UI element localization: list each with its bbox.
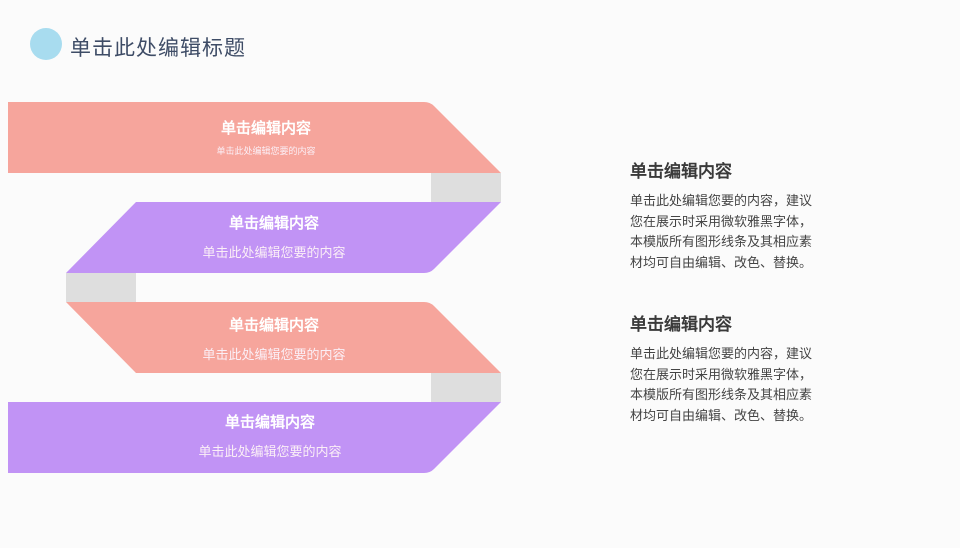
ribbon-band-3[interactable] bbox=[66, 302, 501, 373]
side-block-1-heading[interactable]: 单击编辑内容 bbox=[630, 162, 732, 182]
side-block-2-heading[interactable]: 单击编辑内容 bbox=[630, 315, 732, 335]
fold-connector-1 bbox=[431, 173, 501, 202]
slide-title[interactable]: 单击此处编辑标题 bbox=[70, 36, 246, 60]
band-4-heading[interactable]: 单击编辑内容 bbox=[224, 413, 315, 431]
band-4-subtext[interactable]: 单击此处编辑您要的内容 bbox=[198, 445, 342, 460]
band-1-heading[interactable]: 单击编辑内容 bbox=[220, 119, 311, 137]
side-block-2: 单击编辑内容 单击此处编辑您要的内容，建议您在展示时采用微软雅黑字体，本模版所有… bbox=[630, 310, 820, 427]
side-block-1: 单击编辑内容 单击此处编辑您要的内容，建议您在展示时采用微软雅黑字体，本模版所有… bbox=[630, 157, 820, 274]
ribbon-band-2[interactable] bbox=[66, 202, 501, 273]
band-3-text: 单击编辑内容 单击此处编辑您要的内容 bbox=[166, 314, 382, 363]
ribbon-band-4[interactable] bbox=[8, 402, 501, 473]
fold-connector-2 bbox=[66, 273, 136, 302]
side-block-1-body[interactable]: 单击此处编辑您要的内容，建议您在展示时采用微软雅黑字体，本模版所有图形线条及其相… bbox=[630, 194, 813, 271]
side-block-2-body[interactable]: 单击此处编辑您要的内容，建议您在展示时采用微软雅黑字体，本模版所有图形线条及其相… bbox=[630, 347, 813, 424]
band-2-heading[interactable]: 单击编辑内容 bbox=[228, 214, 319, 232]
band-1-subtext[interactable]: 单击此处编辑您要的内容 bbox=[216, 147, 316, 157]
fold-connector-3 bbox=[431, 373, 501, 402]
band-2-text: 单击编辑内容 单击此处编辑您要的内容 bbox=[166, 212, 382, 261]
band-3-heading[interactable]: 单击编辑内容 bbox=[228, 316, 319, 334]
band-3-subtext[interactable]: 单击此处编辑您要的内容 bbox=[202, 348, 346, 363]
band-1-text: 单击编辑内容 单击此处编辑您要的内容 bbox=[166, 117, 366, 157]
band-2-subtext[interactable]: 单击此处编辑您要的内容 bbox=[202, 246, 346, 261]
title-accent-dot bbox=[30, 28, 62, 60]
band-4-text: 单击编辑内容 单击此处编辑您要的内容 bbox=[162, 411, 378, 460]
ribbon-band-1[interactable] bbox=[8, 102, 501, 173]
